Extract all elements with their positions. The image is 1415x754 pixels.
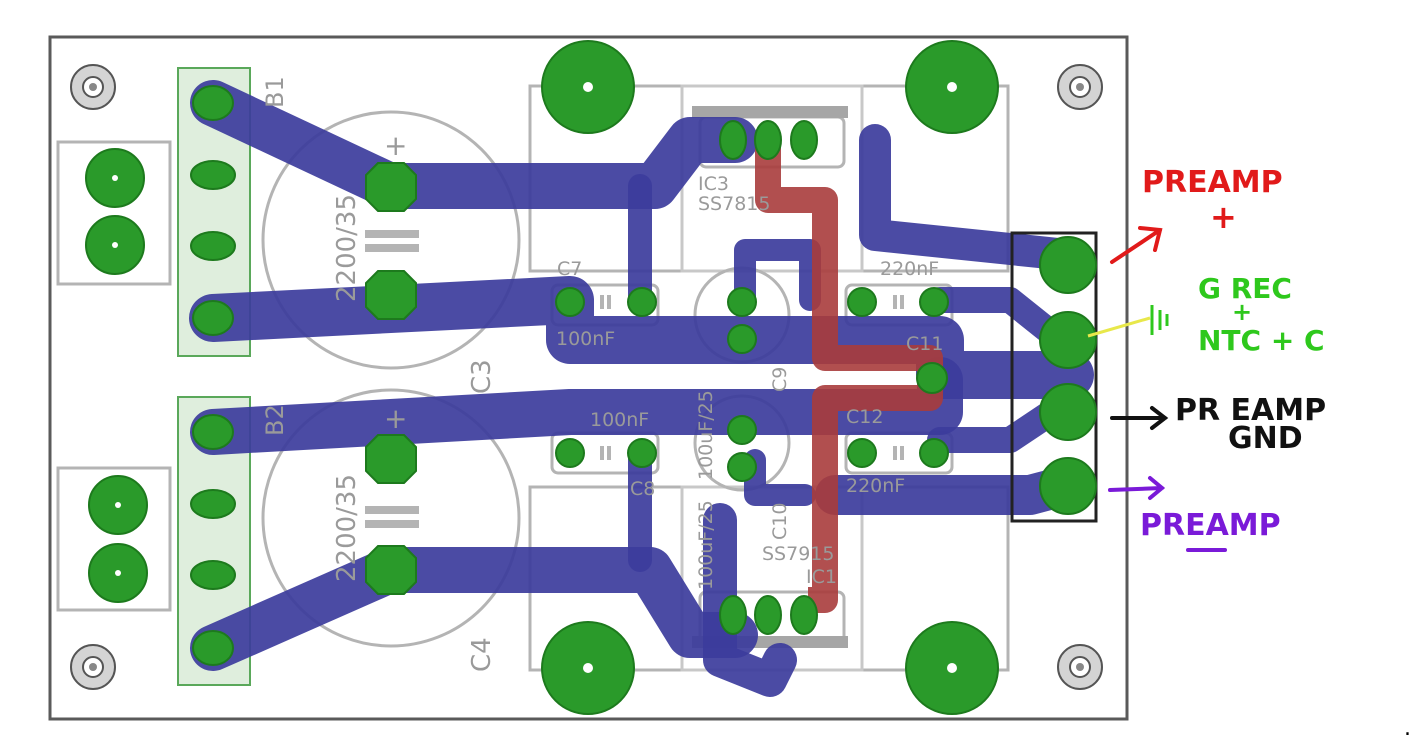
c11-value: 220nF [880, 258, 939, 280]
ic1-name: IC1 [806, 566, 837, 588]
preamp-plus-sign: + [1210, 198, 1237, 236]
c3-plus: + [384, 129, 407, 162]
arrow-purple [1108, 476, 1166, 500]
c8-name: C8 [630, 478, 655, 500]
c12-name: C12 [846, 406, 883, 428]
arrow-black [1110, 406, 1169, 430]
mount-hole [1057, 64, 1103, 110]
c7-value: 100nF [556, 328, 615, 350]
gnd-text-1: G REC [1198, 272, 1292, 305]
c4-name: C4 [467, 637, 497, 672]
heatsink-pad-drills [583, 82, 957, 673]
preamp-gnd-text-2: GND [1228, 421, 1303, 456]
annotation-preamp-gnd: PR EAMP GND [1110, 393, 1326, 456]
mounting-holes [70, 64, 1103, 690]
c4-plus: + [384, 402, 407, 435]
c10-name: C10 [769, 503, 791, 540]
gnd-text-2: + [1232, 298, 1252, 326]
ground-symbol [1150, 305, 1169, 335]
preamp-minus-text: PREAMP [1140, 508, 1281, 543]
mount-hole [70, 64, 116, 110]
ic3-part: SS7815 [698, 193, 770, 215]
preamp-gnd-text-1: PR EAMP [1175, 393, 1326, 428]
c12-value: 220nF [846, 475, 905, 497]
b2-label: B2 [261, 404, 289, 436]
preamp-plus-text: PREAMP [1142, 165, 1283, 200]
c8-value: 100nF [590, 409, 649, 431]
c3-value: 2200/35 [332, 194, 362, 302]
annotation-preamp-plus: PREAMP + [1110, 165, 1283, 264]
arrow-red [1110, 226, 1163, 264]
annotation-preamp-minus: PREAMP [1108, 476, 1281, 552]
mount-hole [1057, 644, 1103, 690]
ic3-tab [692, 106, 848, 118]
trailing-mark: . [1404, 716, 1411, 741]
c9-value: 100uF/25 [695, 390, 717, 480]
output-connector [1010, 231, 1098, 523]
gnd-text-3: NTC + C [1198, 324, 1325, 357]
c7-name: C7 [557, 258, 582, 280]
c10-value: 100uF/25 [695, 500, 717, 590]
b1-label: B1 [261, 76, 289, 108]
ic1-part: SS7915 [762, 543, 834, 565]
c3-name: C3 [467, 359, 497, 394]
c4-value: 2200/35 [332, 474, 362, 582]
cap-symbols [365, 230, 904, 528]
c11-name: C11 [906, 333, 943, 355]
mount-hole [70, 644, 116, 690]
output-pads [1039, 236, 1097, 515]
annotation-ground: G REC + NTC + C [1087, 272, 1325, 357]
gnd-line-yellow [1087, 316, 1151, 338]
c9-name: C9 [769, 367, 791, 392]
top-trace [755, 140, 943, 613]
cap-pads [365, 162, 417, 595]
bridge-pads [190, 85, 236, 666]
small-pads [555, 120, 949, 635]
ic3-name: IC3 [698, 173, 729, 195]
